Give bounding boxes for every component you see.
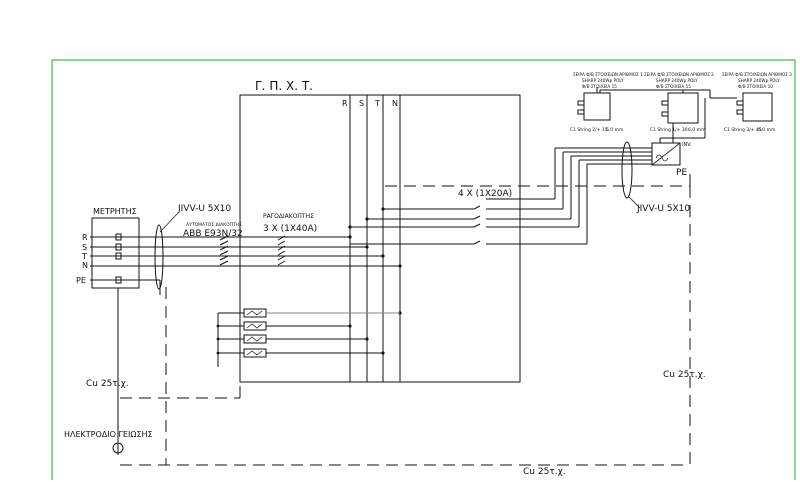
string-fuse-rating: 4 X (1X20A) bbox=[458, 189, 512, 199]
drawing-frame bbox=[51, 59, 796, 480]
pv-string-1: ΣΕΙΡΑ Φ/Β ΣΤΟΙΧΕΙΩΝ ΑΡΙΘΜΟΣ 1 SHARP 240W… bbox=[570, 72, 643, 133]
meter-box bbox=[91, 217, 140, 289]
pv-string-2-model: SHARP 240Wp POLY bbox=[656, 78, 698, 83]
ac-wave-icon bbox=[655, 154, 669, 162]
pv-string-1-head: ΣΕΙΡΑ Φ/Β ΣΤΟΙΧΕΙΩΝ ΑΡΙΘΜΟΣ 1 bbox=[573, 72, 643, 77]
main-breaker-type: ΑΥΤΟΜΑΤΟΣ ΔΙΑΚΟΠΤΗΣ bbox=[186, 222, 242, 228]
pv-string-1-module bbox=[583, 92, 611, 121]
pv-string-2-section: 6,0 mm bbox=[688, 127, 705, 133]
earth-conductor-label-bottom: Cu 25τ.χ. bbox=[523, 467, 566, 477]
pv-string-3: ΣΕΙΡΑ Φ/Β ΣΤΟΙΧΕΙΩΝ ΑΡΙΘΜΟΣ 3 SHARP 240W… bbox=[722, 72, 792, 133]
pv-string-1-model: SHARP 240Wp POLY bbox=[582, 78, 624, 83]
feed-cable-bundle bbox=[154, 224, 164, 290]
rail-switch-label: ΡΑΓΟΔΙΑΚΟΠΤΗΣ bbox=[263, 213, 314, 220]
pv-string-3-model: SHARP 240Wp POLY bbox=[738, 78, 780, 83]
pv-string-3-string: C1 String 3/+ 45 bbox=[724, 127, 762, 133]
line-label-s: S bbox=[82, 243, 87, 252]
meter-label: ΜΕΤΡΗΤΗΣ bbox=[93, 207, 137, 216]
pv-string-3-head: ΣΕΙΡΑ Φ/Β ΣΤΟΙΧΕΙΩΝ ΑΡΙΘΜΟΣ 3 bbox=[722, 72, 792, 77]
rail-switch-symbol bbox=[277, 235, 286, 266]
main-breaker-symbol bbox=[219, 235, 229, 266]
main-panel-box bbox=[239, 94, 521, 383]
feed-cable-label: JIVV-U 5X10 bbox=[177, 204, 231, 214]
pv-string-3-module bbox=[742, 92, 773, 122]
panel-phase-t: T bbox=[374, 99, 380, 108]
panel-phase-n: N bbox=[392, 99, 398, 108]
line-label-n: N bbox=[82, 261, 88, 270]
string-feeders bbox=[350, 147, 652, 245]
incoming-lines bbox=[90, 236, 400, 287]
inverter-label: INV. bbox=[682, 142, 692, 148]
pv-string-2-string: C1 String 1/+ 30 bbox=[650, 127, 688, 133]
pv-string-3-section: 6,0 mm bbox=[758, 127, 775, 133]
junction-dots bbox=[348, 207, 402, 355]
line-label-r: R bbox=[82, 233, 88, 242]
pv-dc-bus bbox=[599, 89, 737, 143]
earth-conductor-label-left: Cu 25τ.χ. bbox=[86, 379, 129, 389]
inverter-diagonal bbox=[651, 142, 681, 166]
inverter-box bbox=[651, 142, 681, 166]
pv-string-1-section: 6,0 mm bbox=[606, 127, 623, 133]
inverter-pe-label: PE bbox=[676, 168, 687, 178]
pv-string-3-count: Φ/Β ΣΤΟΙΧΕΙΑ 10 bbox=[738, 84, 773, 89]
pv-string-2: ΣΕΙΡΑ Φ/Β ΣΤΟΙΧΕΙΩΝ ΑΡΙΘΜΟΣ 2 SHARP 240W… bbox=[644, 72, 714, 133]
inverter-cable-label: JIVV-U 5X10 bbox=[636, 204, 690, 214]
pv-string-1-string: C1 String 2/+ 15 bbox=[570, 127, 608, 133]
pv-string-1-count: Φ/Β ΣΤΟΙΧΕΙΑ 15 bbox=[582, 84, 617, 89]
auxiliary-breakers bbox=[216, 308, 400, 367]
rail-switch-rating: 3 X (1X40A) bbox=[263, 224, 317, 234]
meter-terminals bbox=[115, 233, 122, 398]
inverter-cable-leader bbox=[627, 195, 641, 209]
pv-string-2-count: Φ/Β ΣΤΟΙΧΕΙΑ 15 bbox=[656, 84, 691, 89]
line-label-t: T bbox=[81, 252, 87, 261]
earth-electrode-label: ΗΛΕΚΤΡΟΔΙΟ ΓΕΙΩΣΗΣ bbox=[64, 430, 153, 439]
inverter-cable-bundle bbox=[621, 141, 633, 199]
line-label-pe: PE bbox=[76, 276, 86, 285]
pv-string-2-module bbox=[667, 92, 699, 124]
panel-title: Γ. Π. Χ. Τ. bbox=[255, 79, 313, 93]
bus-bars bbox=[349, 95, 401, 382]
main-breaker-model: ABB E93N/32 bbox=[183, 229, 243, 239]
feed-cable-leader bbox=[159, 212, 179, 233]
earth-dashed-lines bbox=[120, 168, 691, 466]
panel-phase-r: R bbox=[342, 99, 348, 108]
panel-phase-s: S bbox=[359, 99, 364, 108]
pv-string-2-head: ΣΕΙΡΑ Φ/Β ΣΤΟΙΧΕΙΩΝ ΑΡΙΘΜΟΣ 2 bbox=[644, 72, 714, 77]
earth-conductor-label-right: Cu 25τ.χ. bbox=[663, 370, 706, 380]
